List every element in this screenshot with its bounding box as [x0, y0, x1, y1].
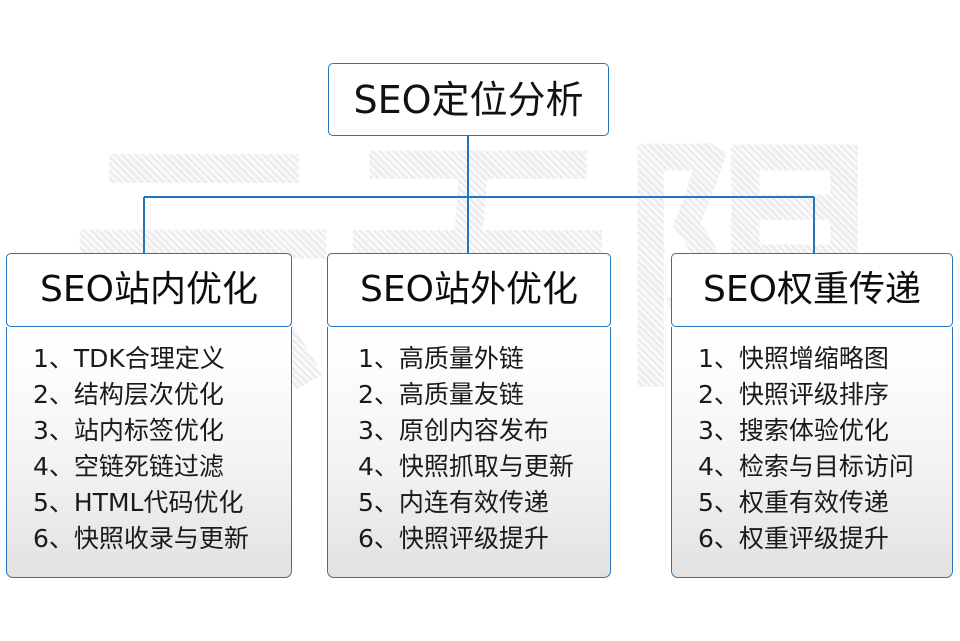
branch-column-1: SEO站内优化 1、TDK合理定义 2、结构层次优化 3、站内标签优化 4、空链… — [6, 253, 292, 578]
branch-title-2: SEO站外优化 — [360, 269, 578, 310]
list-item: 5、内连有效传递 — [358, 488, 549, 517]
list-item: 6、权重评级提升 — [698, 524, 889, 553]
list-item: 1、高质量外链 — [358, 344, 524, 373]
list-item: 4、检索与目标访问 — [698, 452, 914, 481]
list-item: 4、空链死链过滤 — [33, 452, 224, 481]
list-item: 3、原创内容发布 — [358, 416, 549, 445]
list-item: 3、搜索体验优化 — [698, 416, 889, 445]
branch-header-3: SEO权重传递 — [671, 253, 953, 327]
branch-column-2: SEO站外优化 1、高质量外链 2、高质量友链 3、原创内容发布 4、快照抓取与… — [327, 253, 611, 578]
list-item: 6、快照评级提升 — [358, 524, 549, 553]
branch-body-1: 1、TDK合理定义 2、结构层次优化 3、站内标签优化 4、空链死链过滤 5、H… — [6, 327, 292, 578]
branch-body-2: 1、高质量外链 2、高质量友链 3、原创内容发布 4、快照抓取与更新 5、内连有… — [327, 327, 611, 578]
list-item: 2、快照评级排序 — [698, 380, 889, 409]
branch-column-3: SEO权重传递 1、快照增缩略图 2、快照评级排序 3、搜索体验优化 4、检索与… — [671, 253, 953, 578]
list-item: 5、HTML代码优化 — [33, 488, 244, 517]
branch-item-list-1: 1、TDK合理定义 2、结构层次优化 3、站内标签优化 4、空链死链过滤 5、H… — [7, 341, 291, 557]
branch-title-3: SEO权重传递 — [703, 269, 921, 310]
branch-header-2: SEO站外优化 — [327, 253, 611, 327]
list-item: 2、高质量友链 — [358, 380, 524, 409]
list-item: 4、快照抓取与更新 — [358, 452, 574, 481]
root-node-title: SEO定位分析 — [353, 77, 584, 122]
list-item: 1、快照增缩略图 — [698, 344, 889, 373]
branch-title-1: SEO站内优化 — [40, 269, 258, 310]
list-item: 6、快照收录与更新 — [33, 524, 249, 553]
branch-item-list-2: 1、高质量外链 2、高质量友链 3、原创内容发布 4、快照抓取与更新 5、内连有… — [328, 341, 610, 557]
branch-body-3: 1、快照增缩略图 2、快照评级排序 3、搜索体验优化 4、检索与目标访问 5、权… — [671, 327, 953, 578]
root-node: SEO定位分析 — [328, 63, 609, 136]
list-item: 1、TDK合理定义 — [33, 344, 225, 373]
list-item: 2、结构层次优化 — [33, 380, 224, 409]
list-item: 3、站内标签优化 — [33, 416, 224, 445]
branch-header-1: SEO站内优化 — [6, 253, 292, 327]
branch-item-list-3: 1、快照增缩略图 2、快照评级排序 3、搜索体验优化 4、检索与目标访问 5、权… — [672, 341, 952, 557]
list-item: 5、权重有效传递 — [698, 488, 889, 517]
